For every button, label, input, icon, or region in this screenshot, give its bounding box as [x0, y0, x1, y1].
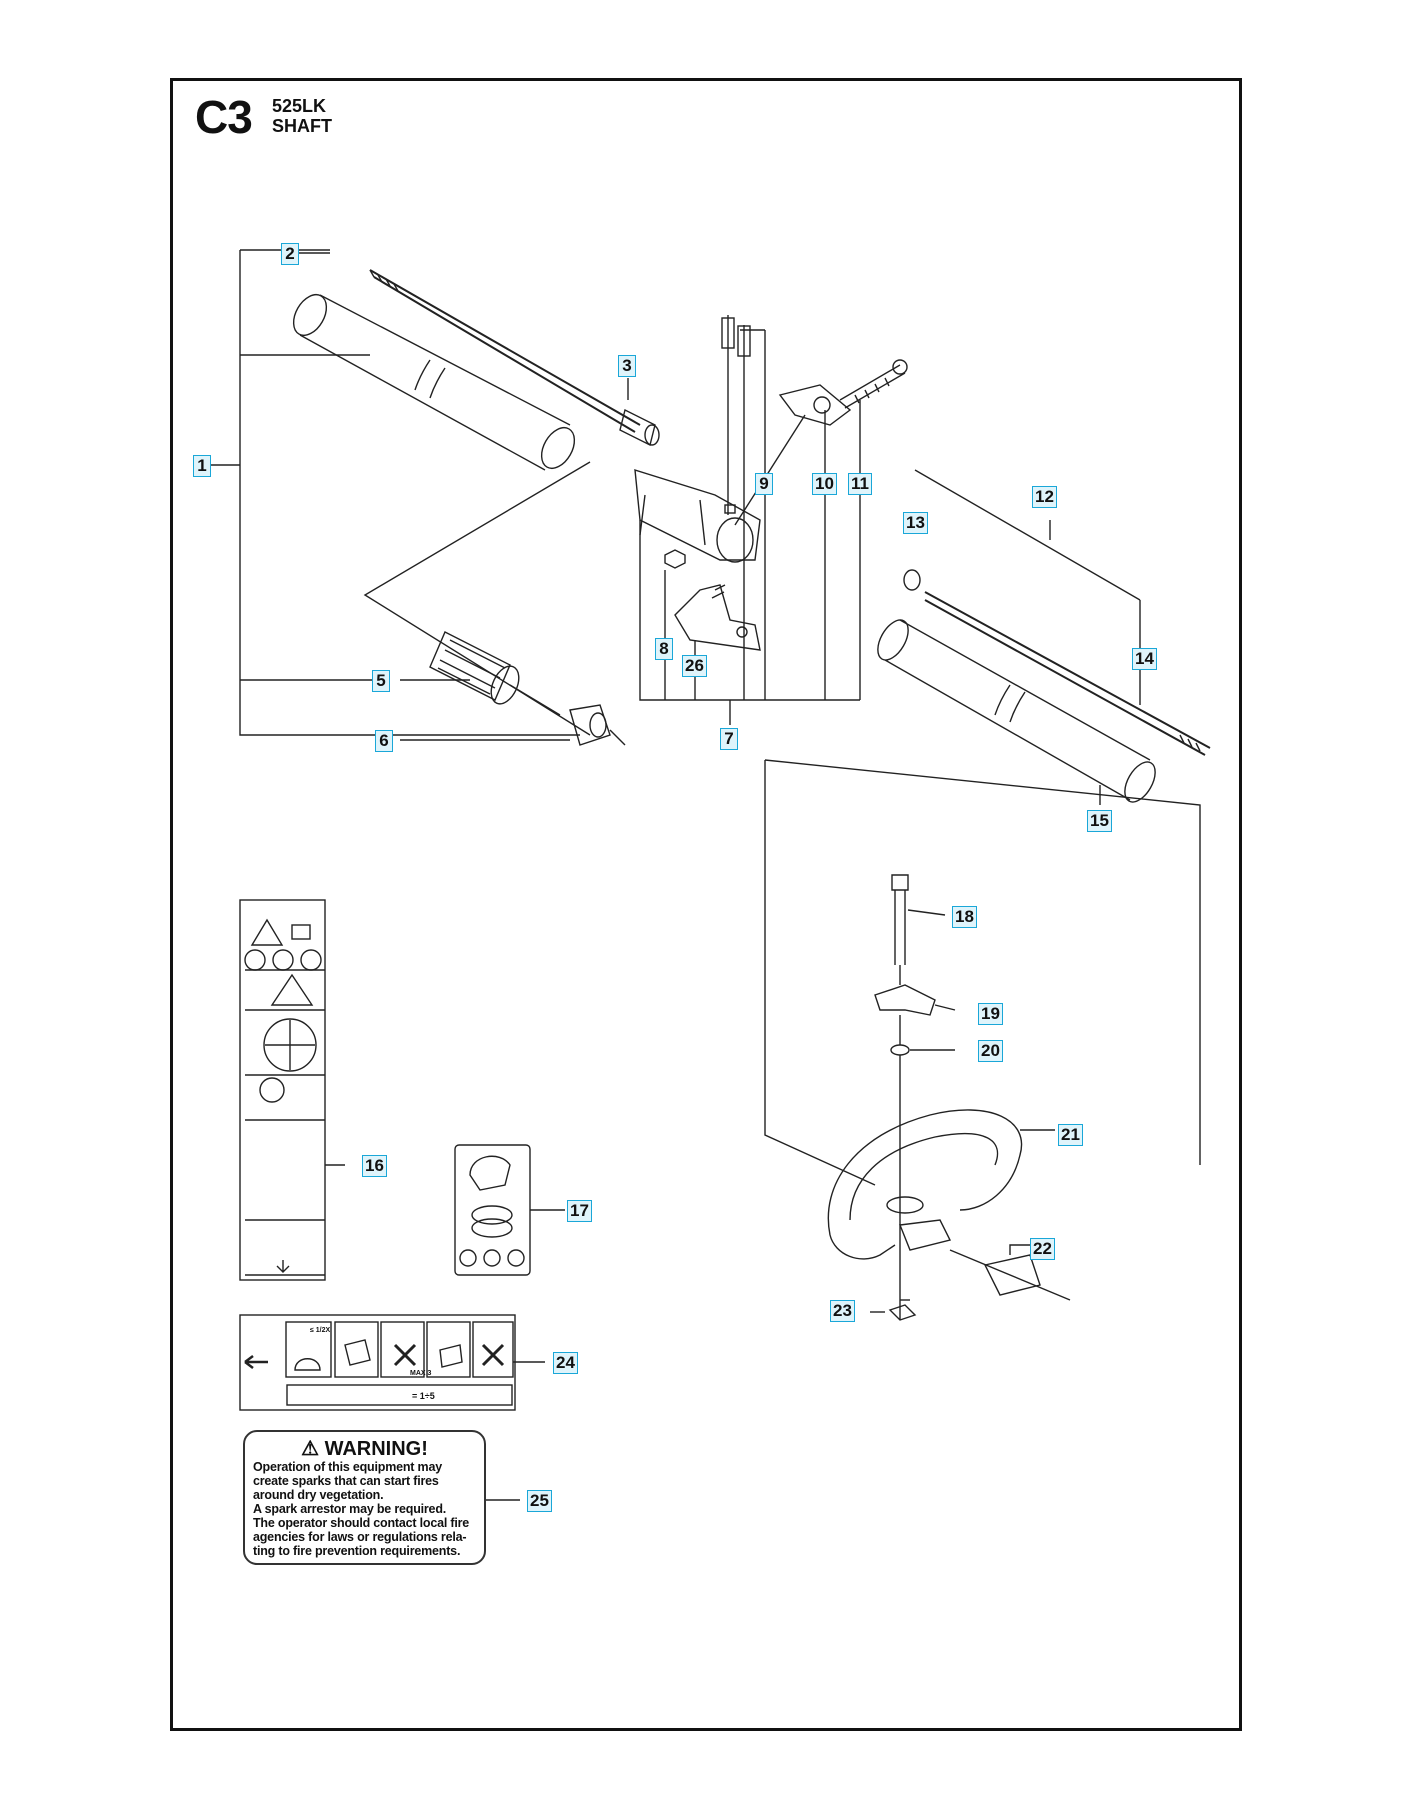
section-code: C3 [195, 91, 253, 143]
callout-7[interactable]: 7 [720, 728, 738, 750]
bushing-5 [429, 631, 561, 716]
section-name: SHAFT [272, 116, 332, 136]
callout-25[interactable]: 25 [527, 1490, 552, 1512]
callout-8[interactable]: 8 [655, 638, 673, 660]
callout-22[interactable]: 22 [1030, 1238, 1055, 1260]
callout-2[interactable]: 2 [281, 243, 299, 265]
warning-decal: ⚠ WARNING! Operation of this equipment m… [243, 1430, 486, 1565]
callout-14[interactable]: 14 [1132, 648, 1157, 670]
callout-9[interactable]: 9 [755, 473, 773, 495]
clamp-22 [899, 1219, 1071, 1301]
nut-23 [888, 1304, 917, 1321]
page-frame [170, 78, 1242, 1731]
washer-13 [903, 569, 921, 591]
callout-10[interactable]: 10 [812, 473, 837, 495]
handle-21 [827, 1109, 1055, 1260]
warning-body: Operation of this equipment may create s… [253, 1460, 470, 1558]
knob-19 [874, 984, 956, 1016]
callout-3[interactable]: 3 [618, 355, 636, 377]
collar-6 [569, 704, 626, 746]
callout-1[interactable]: 1 [193, 455, 211, 477]
tube-15 [877, 619, 1156, 803]
callout-23[interactable]: 23 [830, 1300, 855, 1322]
decal-24-max: MAX 3 [410, 1370, 432, 1377]
callout-13[interactable]: 13 [903, 512, 928, 534]
callout-11[interactable]: 11 [848, 473, 872, 495]
shaft-14 [924, 591, 1211, 756]
leader-group-1 [205, 249, 580, 736]
nut-8 [664, 549, 686, 569]
screw-11 [839, 359, 908, 700]
tube-upper [292, 294, 576, 471]
screws-9 [721, 315, 751, 620]
callout-12[interactable]: 12 [1032, 486, 1057, 508]
callout-18[interactable]: 18 [952, 906, 977, 928]
washer-20 [890, 1044, 910, 1056]
callout-15[interactable]: 15 [1087, 810, 1112, 832]
decal-16 [239, 899, 345, 1281]
shaft-outline-1 [363, 461, 591, 736]
handle-panel-outline [764, 759, 1201, 1186]
drive-shaft [369, 269, 641, 433]
knob-10 [778, 384, 852, 700]
callout-19[interactable]: 19 [978, 1003, 1003, 1025]
callout-16[interactable]: 16 [362, 1155, 387, 1177]
bolt-18 [891, 874, 946, 965]
model-name: 525LK [272, 96, 327, 116]
decal-24-note: = 1÷5 [412, 1391, 435, 1401]
callout-17[interactable]: 17 [567, 1200, 592, 1222]
decal-24 [239, 1314, 545, 1411]
decal-24-step: ≤ 1/2X [310, 1327, 331, 1334]
callout-20[interactable]: 20 [978, 1040, 1003, 1062]
clamp-plate [674, 584, 761, 651]
callout-6[interactable]: 6 [375, 730, 393, 752]
warning-title: ⚠ WARNING! [301, 1438, 428, 1460]
shaft-thread [369, 269, 399, 292]
clamp-body [634, 414, 806, 563]
callout-24[interactable]: 24 [553, 1352, 578, 1374]
bushing-3 [619, 408, 660, 447]
leader-12 [914, 469, 1141, 705]
callout-26[interactable]: 26 [682, 655, 707, 677]
decal-17 [454, 1144, 565, 1276]
callout-5[interactable]: 5 [372, 670, 390, 692]
callout-21[interactable]: 21 [1058, 1124, 1083, 1146]
